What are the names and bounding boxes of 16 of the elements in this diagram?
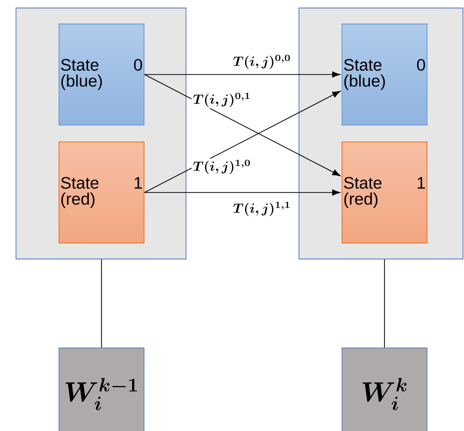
edge-label: $T(i,j)^{0,0}$ — [232, 54, 292, 70]
arrow — [144, 74, 340, 176]
arrow — [144, 71, 340, 78]
edge-label: $T(i,j)^{1,0}$ — [192, 158, 252, 176]
connector-line — [101, 259, 102, 348]
state-box: State 1 (red) — [342, 142, 428, 244]
weight-box: $W_i^{k}$ — [342, 348, 428, 431]
edge-label: $T(i,j)^{0,1}$ — [192, 92, 252, 108]
state-box: State 0 (blue) — [342, 24, 428, 126]
state-box: State 1 (red) — [58, 142, 144, 244]
arrow — [144, 189, 340, 196]
edge-label: $T(i,j)^{1,1}$ — [232, 200, 292, 218]
weight-box: $W_i^{k-1}$ — [58, 348, 144, 431]
connector-line — [384, 259, 385, 348]
arrow — [144, 90, 340, 193]
state-box: State 0 (blue) — [58, 24, 144, 126]
